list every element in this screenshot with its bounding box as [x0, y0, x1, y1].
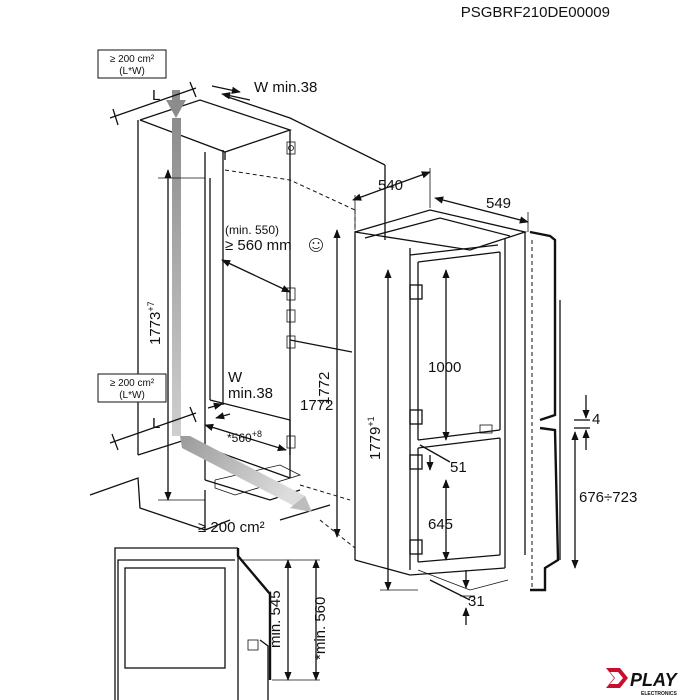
bottom-offset-value: 31	[468, 593, 485, 610]
detail-width-dimension: *min. 560	[312, 559, 329, 681]
door-side-gap-dimension: 4	[582, 395, 600, 450]
detail-depth-dimension: min. 545	[240, 559, 320, 681]
floor-vent-area-label: ≥ 200 cm²	[198, 519, 265, 536]
bottom-length-symbol: L	[152, 415, 160, 432]
detail-width-value: *min. 560	[312, 597, 329, 660]
niche-height-tolerance: +7	[146, 301, 156, 311]
niche-hinge-bottom	[286, 435, 296, 449]
top-length-symbol: L	[152, 87, 160, 104]
niche-depth-min: (min. 550)	[225, 223, 279, 237]
bottom-length-dimension: L	[109, 406, 197, 451]
top-length-dimension: L	[109, 81, 197, 126]
appliance-width-value: 540	[378, 177, 403, 194]
niche-hinge-mid	[286, 287, 296, 349]
niche-depth-dimension: (min. 550) ≥ 560 mm	[221, 223, 323, 293]
bottom-width-label: min.38	[228, 385, 273, 402]
top-width-label: W min.38	[254, 79, 317, 96]
appliance-total-height-tolerance: +1	[366, 416, 376, 426]
bottom-vent-area-label: ≥ 200 cm²	[110, 378, 155, 389]
niche-width-value: *560	[227, 431, 252, 445]
svg-text:*560+8: *560+8	[227, 429, 262, 445]
top-vent-area-box: ≥ 200 cm² (L*W)	[97, 49, 167, 79]
diagram-code: PSGBRF210DE00009	[461, 4, 610, 21]
bottom-offset-dimension: 31	[429, 570, 485, 625]
niche-width-tolerance: +8	[252, 429, 262, 439]
detail-cross-section	[114, 547, 272, 700]
lower-door-dimension: 645	[428, 479, 453, 561]
niche-hinge-top	[286, 141, 296, 155]
niche-height-dimension: 1773+7	[146, 169, 205, 501]
niche-width-dimension: *560+8	[204, 423, 287, 452]
appliance-total-height-value: 1779	[367, 427, 384, 460]
brand-tagline: ELECTRONICS	[641, 691, 678, 697]
upper-door-dimension: 1000	[428, 269, 461, 441]
door-gap-dimension: 51	[419, 444, 467, 476]
brand-logo: PLAY ELECTRONICS	[606, 668, 679, 697]
bottom-vent-area-box: ≥ 200 cm² (L*W)	[97, 373, 167, 403]
door-gap-value: 51	[450, 459, 467, 476]
niche-cabinet	[89, 95, 386, 549]
appliance-height-value: 1772	[316, 372, 333, 405]
appliance-depth-value: 549	[486, 195, 511, 212]
door-side-range-dimension: 676÷723	[571, 431, 637, 569]
door-side-gap-value: 4	[592, 411, 600, 428]
door-side-range-value: 676÷723	[579, 489, 637, 506]
bottom-width-symbol: W	[228, 369, 243, 386]
detail-depth-value: min. 545	[267, 590, 284, 648]
appliance-total-height-dimension: 1779+1	[366, 269, 418, 591]
appliance-height-dimension: 1772	[289, 229, 353, 538]
airflow-in-arrow	[180, 436, 312, 512]
bottom-width-dimension: W min.38	[207, 369, 273, 420]
niche-height-value: 1773	[147, 312, 164, 345]
svg-text:1773+7: 1773+7	[146, 301, 164, 345]
airflow-up-arrow	[166, 90, 186, 436]
appliance-width-dimension: 540	[352, 168, 431, 230]
top-width-dimension: W min.38	[211, 79, 317, 101]
top-vent-area-label: ≥ 200 cm²	[110, 54, 155, 65]
appliance-depth-dimension: 549	[434, 195, 529, 232]
door-side-profile	[529, 230, 590, 592]
bottom-vent-area-unit: (L*W)	[119, 390, 145, 401]
brand-name: PLAY	[630, 670, 679, 690]
appliance-height-label: 1772	[300, 397, 333, 414]
svg-text:1779+1: 1779+1	[366, 416, 384, 460]
upper-door-value: 1000	[428, 359, 461, 376]
smiley-face-icon	[309, 238, 323, 252]
appliance-body	[354, 209, 528, 591]
niche-depth-value: ≥ 560 mm	[225, 237, 292, 254]
top-vent-area-unit: (L*W)	[119, 66, 145, 77]
lower-door-value: 645	[428, 516, 453, 533]
